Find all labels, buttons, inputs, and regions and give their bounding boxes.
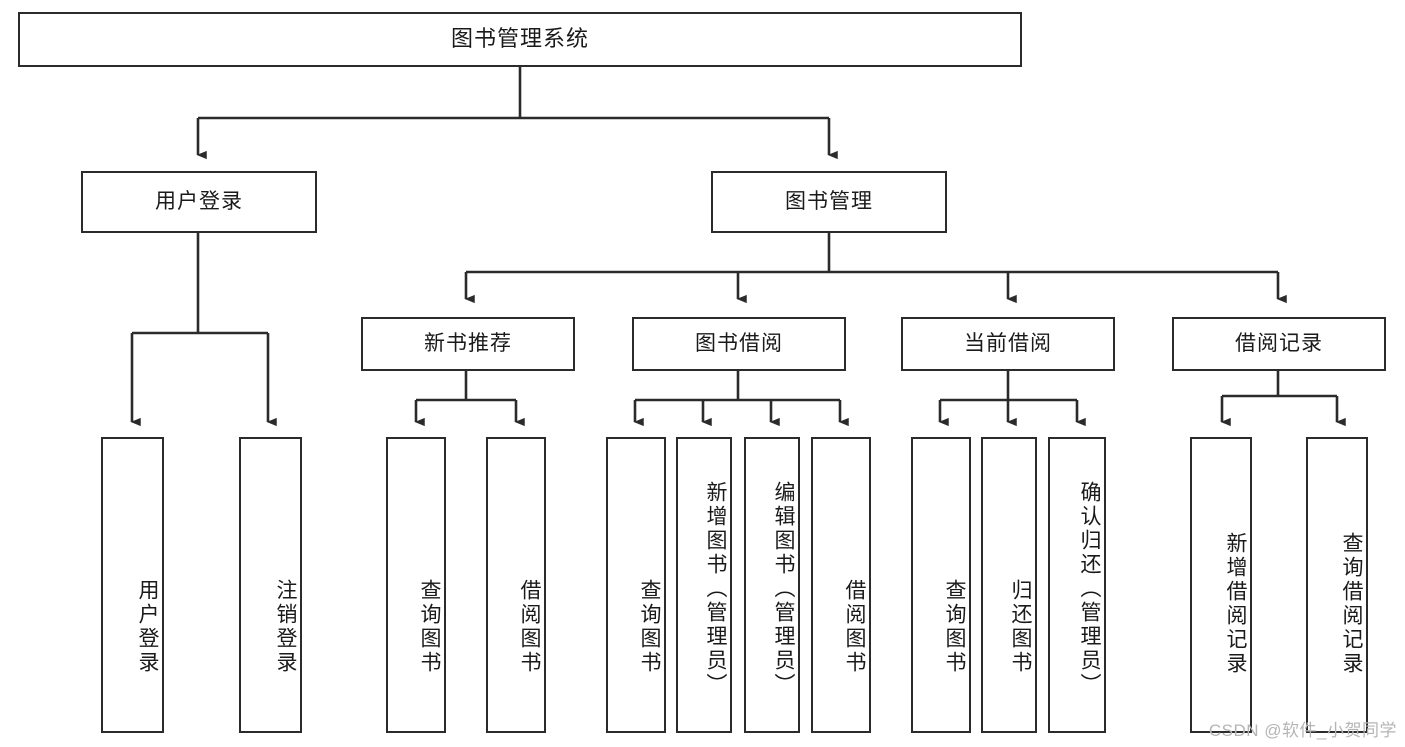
node-leaf-return-book[interactable]: 归还图书	[981, 437, 1037, 733]
node-leaf-borrow-book[interactable]: 借阅图书	[811, 437, 871, 733]
node-new-book-recommend[interactable]: 新书推荐	[361, 317, 575, 371]
node-book-management[interactable]: 图书管理	[711, 171, 947, 233]
node-user-login[interactable]: 用户登录	[81, 171, 317, 233]
node-leaf-confirm-return[interactable]: 确认归还（管理员）	[1048, 437, 1106, 733]
node-label: 归还图书	[1009, 579, 1032, 675]
node-label: 借阅图书	[843, 579, 866, 675]
node-label: 确认归还（管理员）	[1078, 481, 1101, 697]
node-label: 图书管理	[785, 190, 873, 214]
node-leaf-query-book-recommend[interactable]: 查询图书	[386, 437, 446, 733]
node-label: 图书管理系统	[450, 26, 589, 52]
node-leaf-query-borrow-record[interactable]: 查询借阅记录	[1306, 437, 1368, 733]
node-label: 用户登录	[155, 190, 243, 214]
node-label: 查询图书	[638, 579, 661, 675]
node-label: 查询借阅记录	[1340, 532, 1363, 676]
node-root-book-management-system[interactable]: 图书管理系统	[18, 12, 1022, 67]
node-leaf-borrow-book-recommend[interactable]: 借阅图书	[486, 437, 546, 733]
node-label: 新书推荐	[424, 332, 512, 356]
node-current-borrow[interactable]: 当前借阅	[901, 317, 1115, 371]
node-leaf-add-borrow-record[interactable]: 新增借阅记录	[1190, 437, 1252, 733]
node-label: 查询图书	[418, 579, 441, 675]
node-leaf-edit-book[interactable]: 编辑图书（管理员）	[744, 437, 800, 733]
node-label: 借阅图书	[518, 579, 541, 675]
node-leaf-query-book-current[interactable]: 查询图书	[911, 437, 971, 733]
node-leaf-add-book[interactable]: 新增图书（管理员）	[676, 437, 732, 733]
node-leaf-user-login[interactable]: 用户登录	[101, 437, 164, 733]
node-book-borrow[interactable]: 图书借阅	[632, 317, 846, 371]
node-label: 新增图书（管理员）	[704, 481, 727, 697]
node-label: 新增借阅记录	[1224, 532, 1247, 676]
node-leaf-user-logout[interactable]: 注销登录	[239, 437, 302, 733]
node-label: 查询图书	[943, 579, 966, 675]
node-label: 用户登录	[136, 579, 159, 675]
node-borrow-record[interactable]: 借阅记录	[1172, 317, 1386, 371]
node-label: 借阅记录	[1235, 332, 1323, 356]
node-label: 图书借阅	[695, 332, 783, 356]
csdn-watermark: CSDN @软件_小贺同学	[1208, 721, 1397, 740]
node-leaf-query-book-borrow[interactable]: 查询图书	[606, 437, 666, 733]
node-label: 编辑图书（管理员）	[772, 481, 795, 697]
node-label: 当前借阅	[964, 332, 1052, 356]
node-label: 注销登录	[274, 579, 297, 675]
